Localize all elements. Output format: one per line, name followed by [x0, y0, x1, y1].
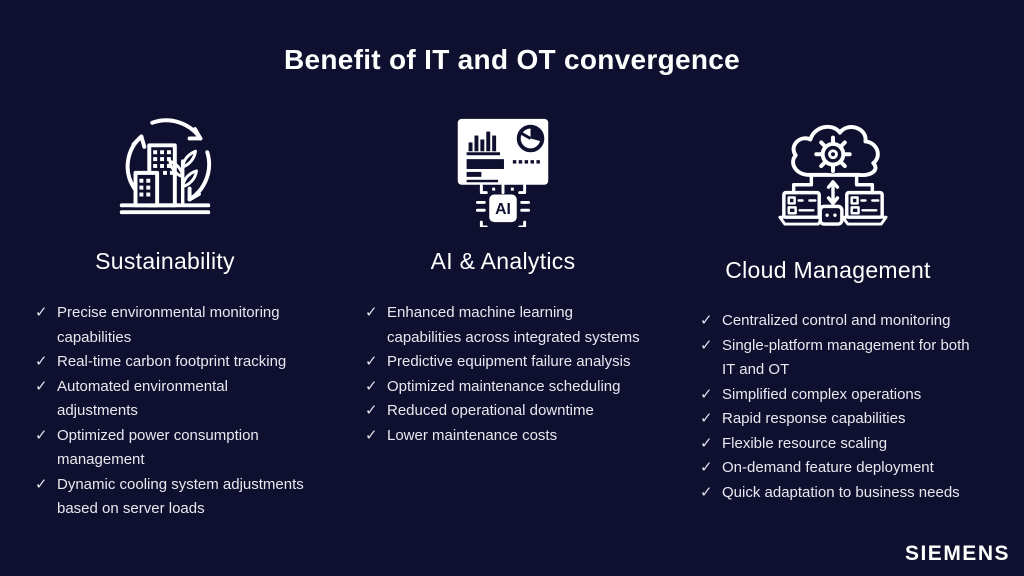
list-item-text: Quick adaptation to business needs — [722, 483, 960, 501]
list-item: ✓ Rapid response capabilities — [700, 407, 972, 432]
list-item: ✓ Enhanced machine learning capabilities … — [365, 301, 643, 350]
check-icon: ✓ — [700, 385, 713, 403]
list-item-text: Flexible resource scaling — [722, 434, 888, 452]
list-item-text: On-demand feature deployment — [722, 459, 934, 476]
list-item-text: Optimized maintenance scheduling — [387, 377, 621, 395]
list-item: ✓ Automated environmental adjustments — [35, 375, 307, 424]
check-icon: ✓ — [365, 377, 378, 395]
check-icon: ✓ — [35, 426, 48, 444]
list-item: ✓ Optimized maintenance scheduling — [365, 375, 643, 400]
check-icon: ✓ — [35, 475, 48, 493]
check-icon: ✓ — [700, 410, 713, 427]
list-item: ✓ Predictive equipment failure analysis — [365, 350, 643, 375]
siemens-logo: SIEMENS — [904, 542, 1010, 565]
list-item: ✓ Dynamic cooling system adjustments base… — [35, 473, 307, 522]
list-item-text: Predictive equipment failure analysis — [387, 353, 631, 370]
list-item-text: Simplified complex operations — [722, 385, 922, 403]
check-icon: ✓ — [700, 459, 713, 476]
list-item-text: Rapid response capabilities — [722, 410, 906, 427]
check-icon: ✓ — [365, 304, 378, 321]
list-item: ✓ Lower maintenance costs — [365, 424, 643, 449]
list-item: ✓ Quick adaptation to business needs — [700, 481, 972, 506]
list-item: ✓ On-demand feature deployment — [700, 456, 972, 481]
check-icon: ✓ — [365, 402, 378, 419]
column-heading-sustainability: Sustainability — [95, 248, 235, 274]
sustainability-icon — [119, 118, 211, 215]
list-item: ✓ Real-time carbon footprint tracking — [35, 350, 307, 375]
check-icon: ✓ — [700, 434, 713, 452]
list-item: ✓ Precise environmental monitoring capabi… — [35, 301, 307, 350]
check-icon: ✓ — [700, 312, 713, 329]
ai-analytics-list: ✓ Enhanced machine learning capabilities … — [365, 301, 643, 448]
cloud-management-icon — [778, 124, 888, 226]
list-item-text: Automated environmental adjustments — [57, 377, 228, 420]
list-item: ✓ Optimized power consumption management — [35, 424, 307, 473]
column-heading-cloud-management: Cloud Management — [725, 257, 931, 283]
list-item-text: Optimized power consumption management — [57, 426, 259, 469]
check-icon: ✓ — [35, 353, 48, 370]
list-item-text: Lower maintenance costs — [387, 426, 558, 444]
list-item-text: Dynamic cooling system adjustments based… — [57, 475, 304, 518]
list-item-text: Single-platform management for both IT a… — [722, 336, 970, 379]
list-item-text: Precise environmental monitoring capabil… — [57, 304, 280, 346]
cloud-management-list: ✓ Centralized control and monitoring ✓ Sing… — [700, 309, 972, 505]
ai-analytics-icon: AI — [457, 118, 549, 227]
check-icon: ✓ — [700, 483, 713, 501]
check-icon: ✓ — [365, 353, 378, 370]
list-item: ✓ Centralized control and monitoring — [700, 309, 972, 334]
svg-text:AI: AI — [495, 201, 511, 218]
page-title: Benefit of IT and OT convergence — [283, 44, 741, 75]
sustainability-list: ✓ Precise environmental monitoring capabi… — [35, 301, 307, 522]
list-item: ✓ Simplified complex operations — [700, 383, 972, 408]
list-item-text: Enhanced machine learning capabilities a… — [387, 304, 640, 346]
list-item-text: Real-time carbon footprint tracking — [57, 353, 287, 370]
check-icon: ✓ — [35, 304, 48, 321]
check-icon: ✓ — [35, 377, 48, 395]
column-heading-ai-analytics: AI & Analytics — [430, 248, 576, 274]
list-item: ✓ Flexible resource scaling — [700, 432, 972, 457]
check-icon: ✓ — [365, 426, 378, 444]
check-icon: ✓ — [700, 336, 713, 354]
list-item: ✓ Single-platform management for both IT … — [700, 334, 972, 383]
list-item: ✓ Reduced operational downtime — [365, 399, 643, 424]
list-item-text: Reduced operational downtime — [387, 402, 594, 419]
list-item-text: Centralized control and monitoring — [722, 312, 951, 329]
